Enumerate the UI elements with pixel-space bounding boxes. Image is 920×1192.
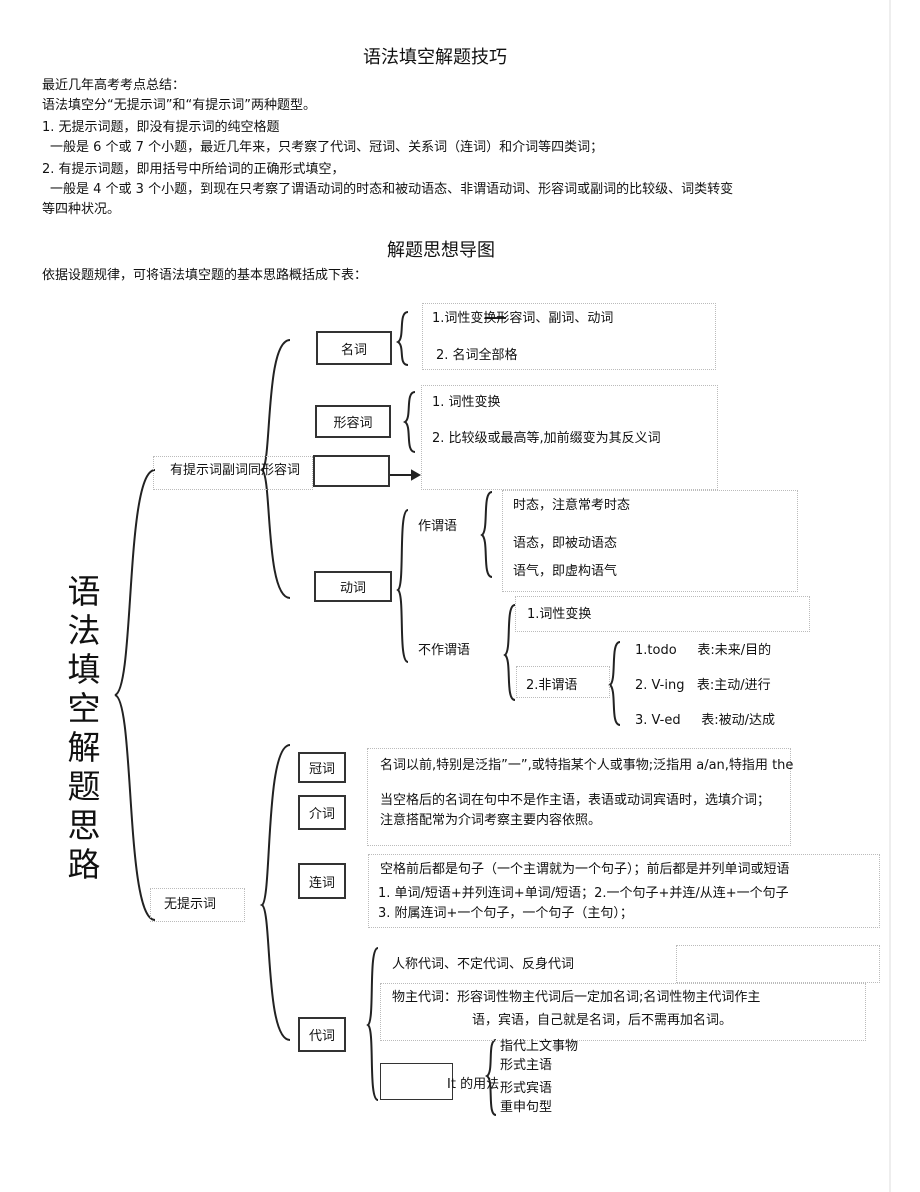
it-item: 形式主语 bbox=[500, 1058, 553, 1073]
root-char: 题 bbox=[67, 767, 101, 806]
nohint-brace bbox=[259, 744, 291, 1041]
prep-node: 介词 bbox=[298, 795, 346, 830]
noun-item: 2. 名词全部格 bbox=[436, 348, 518, 363]
nohint-node-frame bbox=[150, 888, 245, 922]
nonfinite-form: 2. V-ing 表:主动/进行 bbox=[635, 678, 771, 693]
root-char: 路 bbox=[67, 845, 101, 884]
adj-brace bbox=[402, 391, 416, 453]
verb-brace bbox=[396, 509, 409, 663]
conj-text: 1. 单词/短语+并列连词+单词/短语；2.一个句子+并连/从连+一个句子 bbox=[378, 886, 789, 901]
pred-item: 时态，注意常考时态 bbox=[513, 498, 631, 513]
nonfinite-node: 2.非谓语 bbox=[526, 678, 578, 693]
it-node: It 的用法 bbox=[447, 1077, 500, 1092]
it-item: 指代上文事物 bbox=[500, 1039, 579, 1054]
conj-node: 连词 bbox=[298, 863, 346, 899]
subintro: 依据设题规律，可将语法填空题的基本思路概括成下表： bbox=[42, 268, 368, 283]
hint-brace bbox=[259, 339, 291, 599]
verb-node: 动词 bbox=[314, 571, 392, 602]
noun-brace bbox=[395, 311, 409, 366]
root-char: 解 bbox=[67, 728, 101, 767]
nonpred-item-frame bbox=[515, 596, 810, 632]
conj-text: 3. 附属连词+一个句子，一个句子（主句）； bbox=[378, 906, 633, 921]
article-node: 冠词 bbox=[298, 752, 346, 783]
pred-item: 语态，即被动语态 bbox=[513, 536, 618, 551]
nonpred-item: 1.词性变换 bbox=[527, 607, 592, 622]
subtitle: 解题思想导图 bbox=[387, 240, 495, 261]
nonfinite-frame bbox=[516, 666, 610, 698]
pred-brace bbox=[480, 491, 493, 578]
prep-text: 当空格后的名词在句中不是作主语，表语或动词宾语时，选填介词； bbox=[380, 793, 771, 808]
it-item: 重申句型 bbox=[500, 1100, 553, 1115]
root-node: 语法填空解题思路 bbox=[64, 572, 104, 884]
root-char: 填 bbox=[67, 650, 101, 689]
it-item: 形式宾语 bbox=[500, 1081, 553, 1096]
empty-node bbox=[313, 455, 390, 487]
root-brace bbox=[111, 469, 156, 921]
intro-line: 语法填空分“无提示词”和“有提示词”两种题型。 bbox=[42, 98, 316, 113]
intro-line: 2. 有提示词题，即用括号中所给词的正确形式填空， bbox=[42, 162, 345, 177]
it-frame bbox=[380, 1063, 453, 1100]
adj-item: 1. 词性变换 bbox=[432, 395, 501, 410]
root-char: 法 bbox=[67, 611, 101, 650]
root-char: 思 bbox=[67, 806, 101, 845]
pron-content-top bbox=[676, 945, 880, 983]
pron-node: 代词 bbox=[298, 1017, 346, 1052]
intro-line: 最近几年高考考点总结： bbox=[42, 78, 186, 93]
adj-item: 2. 比较级或最高等,加前缀变为其反义词 bbox=[432, 431, 661, 446]
noun-item: 1.词性变换形容词、副词、动词 bbox=[432, 311, 614, 326]
noun-content bbox=[422, 303, 716, 370]
nohint-node: 无提示词 bbox=[164, 897, 217, 912]
hint-node-frame bbox=[153, 456, 313, 490]
conj-content bbox=[368, 854, 880, 928]
it-brace bbox=[484, 1039, 497, 1116]
pron-text: 物主代词：形容词性物主代词后一定加名词;名词性物主代词作主 bbox=[392, 990, 761, 1005]
conj-text: 空格前后都是句子（一个主谓就为一个句子）；前后都是并列单词或短语 bbox=[380, 862, 790, 877]
pron-text: 语，宾语，自己就是名词，后不需再加名词。 bbox=[472, 1013, 733, 1028]
pred-node: 作谓语 bbox=[418, 519, 458, 534]
pron-brace bbox=[366, 947, 379, 1101]
adj-content bbox=[421, 385, 718, 490]
intro-line: 1. 无提示词题，即没有提示词的纯空格题 bbox=[42, 120, 280, 135]
adj-node: 形容词 bbox=[315, 405, 391, 438]
article-prep-content bbox=[367, 748, 791, 846]
page-title: 语法填空解题技巧 bbox=[363, 47, 507, 68]
pred-content bbox=[502, 490, 798, 592]
prep-text: 注意搭配常为介词考察主要内容依照。 bbox=[380, 813, 602, 828]
nonfinite-form: 3. V-ed 表:被动/达成 bbox=[635, 713, 776, 728]
nonpred-brace bbox=[503, 604, 516, 701]
pred-item: 语气，即虚构语气 bbox=[513, 564, 618, 579]
intro-line: 等四种状况。 bbox=[42, 202, 121, 217]
pron-content bbox=[380, 983, 866, 1041]
nonpred-node: 不作谓语 bbox=[418, 643, 471, 658]
nonfinite-brace bbox=[608, 641, 621, 726]
hint-node: 有提示词副词同形容词 bbox=[170, 463, 301, 478]
intro-line: 一般是 6 个或 7 个小题，最近几年来，只考察了代词、冠词、关系词（连词）和介… bbox=[50, 140, 604, 155]
root-char: 空 bbox=[67, 689, 101, 728]
nonfinite-form: 1.todo 表:未来/目的 bbox=[635, 643, 772, 658]
pron-text: 人称代词、不定代词、反身代词 bbox=[392, 957, 575, 972]
intro-line: 一般是 4 个或 3 个小题，到现在只考察了谓语动词的时态和被动语态、非谓语动词… bbox=[50, 182, 734, 197]
root-char: 语 bbox=[67, 572, 101, 611]
article-text: 名词以前,特别是泛指”一”,或特指某个人或事物;泛指用 a/an,特指用 the bbox=[380, 758, 794, 773]
noun-node: 名词 bbox=[316, 331, 392, 365]
